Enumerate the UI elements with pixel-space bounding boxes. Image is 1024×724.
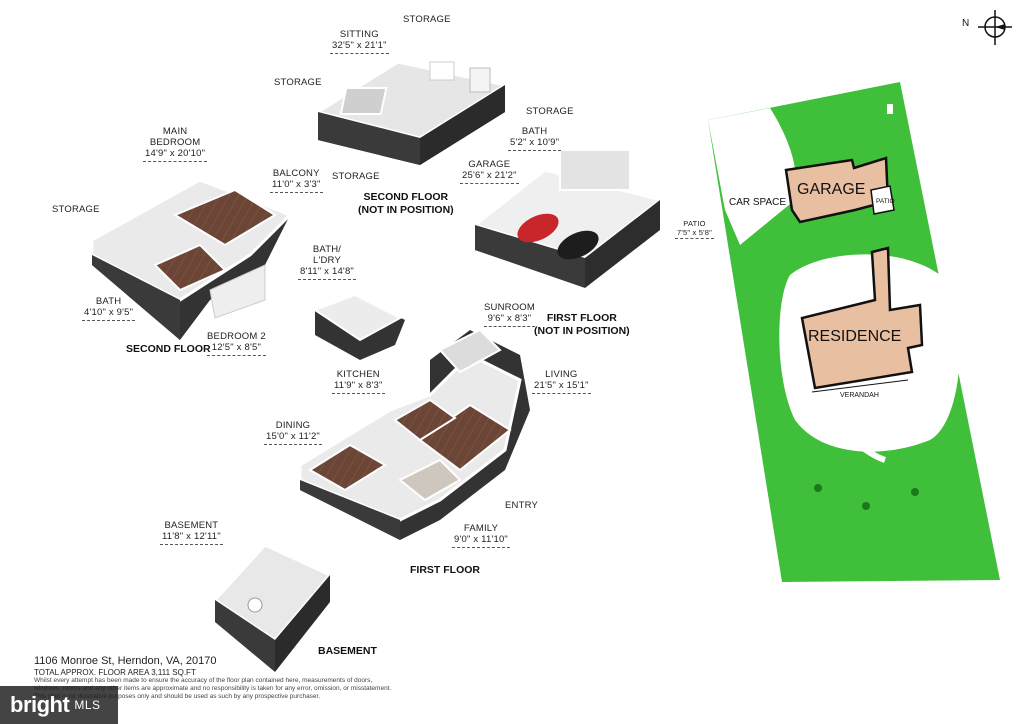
room-label-kitchen: KITCHEN 11'9" x 8'3" <box>332 369 385 394</box>
basement-block <box>212 543 333 672</box>
room-label-dining: DINING 15'0" x 11'2" <box>264 420 322 445</box>
site-label-verandah: VERANDAH <box>840 392 879 399</box>
room-label-sunroom: SUNROOM 9'6" x 8'3" <box>484 302 536 327</box>
room-label-main-bedroom: MAIN BEDROOM 14'9" x 20'10" <box>143 126 208 162</box>
room-label-storage-bed: STORAGE <box>52 204 100 215</box>
room-label-storage-bottom: STORAGE <box>332 171 380 182</box>
footer-info: 1106 Monroe St, Herndon, VA, 20170 TOTAL… <box>34 655 474 700</box>
room-label-patio: PATIO 7'5" x 5'8" <box>675 219 714 240</box>
second-floor-sitting-block <box>314 60 509 165</box>
watermark-brand: bright <box>10 692 70 717</box>
room-label-bath-garage: BATH 5'2" x 10'9" <box>508 126 562 151</box>
site-label-patio: PATIO <box>876 198 895 205</box>
site-label-garage: GARAGE <box>797 181 866 198</box>
watermark-suffix: MLS <box>74 698 101 712</box>
room-label-bedroom-2: BEDROOM 2 12'5" x 8'5" <box>207 331 266 356</box>
total-area-text: TOTAL APPROX. FLOOR AREA 3,111 SQ.FT <box>34 668 196 677</box>
floor-title-first-floor-garage: FIRST FLOOR (NOT IN POSITION) <box>534 312 630 338</box>
second-floor-bedrooms-block <box>90 178 293 340</box>
bright-mls-watermark: bright MLS <box>0 686 118 724</box>
address-text: 1106 Monroe St, Herndon, VA, 20170 <box>34 655 217 667</box>
room-label-storage-top: STORAGE <box>403 14 451 25</box>
floor-title-second-floor-b: SECOND FLOOR <box>126 343 211 355</box>
room-label-basement: BASEMENT 11'8" x 12'11" <box>160 520 223 545</box>
room-label-living: LIVING 21'5" x 15'1" <box>532 369 591 394</box>
room-label-storage-garage: STORAGE <box>526 106 574 117</box>
room-label-bath-laundry: BATH/ L'DRY 8'11" x 14'8" <box>298 244 356 280</box>
site-label-car-space: CAR SPACE <box>729 197 787 208</box>
room-label-balcony: BALCONY 11'0" x 3'3" <box>270 168 323 193</box>
disclaimer-line-1: Whilst every attempt has been made to en… <box>34 677 373 684</box>
compass-icon <box>978 10 1012 45</box>
site-label-residence: RESIDENCE <box>808 328 902 345</box>
room-label-storage-left: STORAGE <box>274 77 322 88</box>
site-plan <box>708 82 1000 582</box>
disclaimer-line-2: windows, rooms and any other items are a… <box>34 684 392 692</box>
room-label-bath-second: BATH 4'10" x 9'5" <box>82 296 136 321</box>
room-label-sitting: SITTING 32'5" x 21'1" <box>330 29 389 54</box>
first-floor-main-block <box>298 293 530 540</box>
room-label-garage: GARAGE 25'6" x 21'2" <box>460 159 519 184</box>
floor-title-first-floor: FIRST FLOOR <box>410 564 480 576</box>
disclaimer-line-3: This plan is for illustrative purposes o… <box>34 692 321 700</box>
compass-north-label: N <box>962 18 970 29</box>
room-label-family: FAMILY 9'0" x 11'10" <box>452 523 510 548</box>
room-label-entry: ENTRY <box>505 500 539 511</box>
first-floor-garage-block <box>471 149 664 288</box>
floor-title-basement: BASEMENT <box>318 645 377 657</box>
floor-title-second-floor-a: SECOND FLOOR (NOT IN POSITION) <box>358 191 454 217</box>
